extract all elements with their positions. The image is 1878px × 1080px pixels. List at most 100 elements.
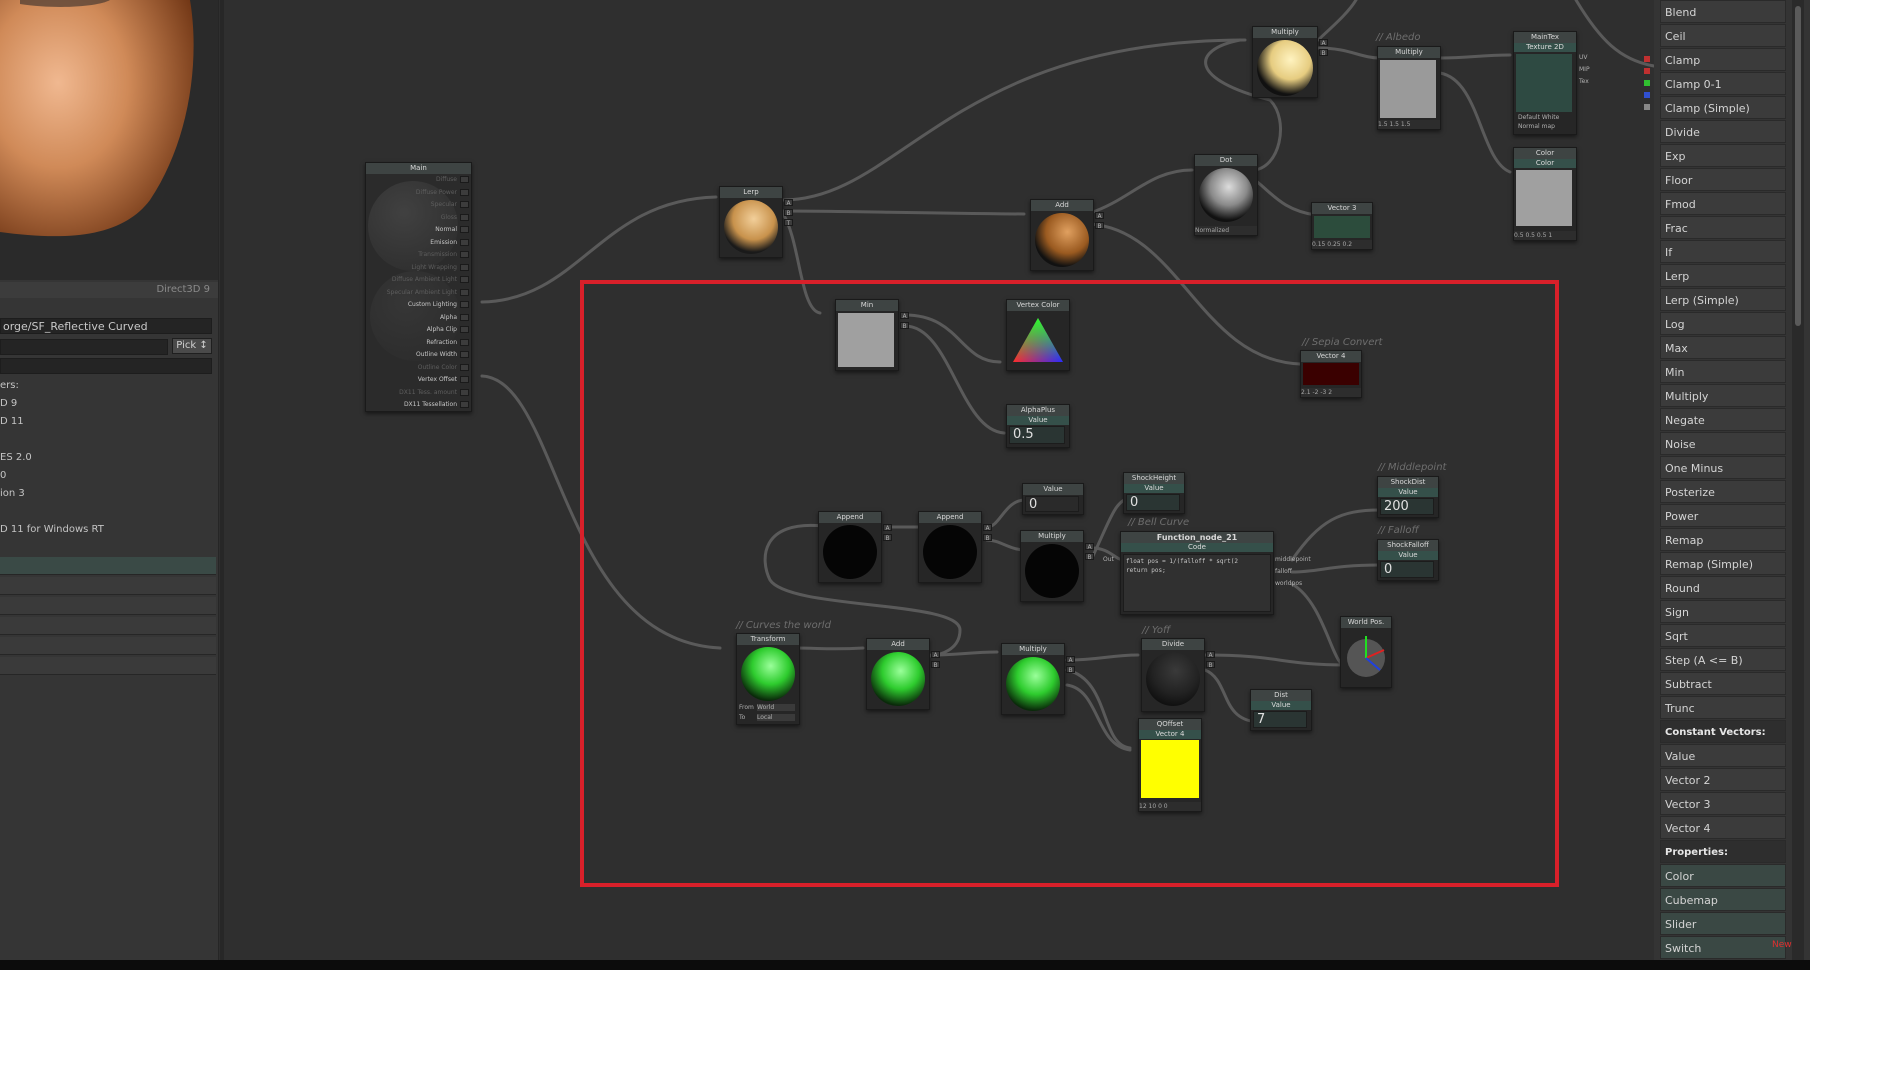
main-node-input-port[interactable] — [460, 326, 469, 333]
main-node-input-port[interactable] — [460, 251, 469, 258]
maintex-port-tex[interactable]: Tex — [1579, 78, 1589, 85]
shader-path-input[interactable] — [0, 339, 168, 355]
palette-item[interactable]: Floor — [1660, 168, 1786, 191]
maintex-port-mip[interactable]: MIP — [1579, 66, 1590, 73]
palette-item[interactable]: Multiply — [1660, 384, 1786, 407]
dist-value[interactable]: 7 — [1253, 711, 1307, 728]
color-values[interactable]: 0.5 0.5 0.5 1 — [1514, 231, 1576, 240]
transform-to-select[interactable]: Local — [757, 714, 795, 721]
palette-item[interactable]: Slider — [1660, 912, 1786, 935]
append-port-a[interactable]: A — [883, 524, 892, 532]
target-item[interactable]: D 11 for Windows RT — [0, 524, 104, 535]
palette-item[interactable]: Round — [1660, 576, 1786, 599]
divide-port-b[interactable]: B — [1206, 661, 1215, 669]
material-preview[interactable] — [0, 0, 218, 280]
value-value[interactable]: 0 — [1025, 496, 1079, 512]
palette-item[interactable]: Switch — [1660, 936, 1786, 959]
divide-node[interactable]: Divide A B — [1141, 638, 1215, 712]
settings-row[interactable] — [0, 577, 216, 595]
vector3-values[interactable]: 0.15 0.25 0.2 — [1312, 240, 1372, 249]
main-node-input-port[interactable] — [460, 201, 469, 208]
main-node-input-port[interactable] — [460, 313, 469, 321]
alphaplus-value[interactable]: 0.5 — [1009, 426, 1065, 444]
maintex-port-uv[interactable]: UV — [1579, 54, 1588, 61]
add-port-b[interactable]: B — [1095, 222, 1104, 230]
vertex-color-node[interactable]: Vertex Color — [1006, 299, 1070, 371]
append-port-b[interactable]: B — [883, 534, 892, 542]
main-node-input-port[interactable] — [460, 338, 469, 346]
append-node[interactable]: Append A B — [918, 511, 992, 583]
main-node-input-port[interactable] — [460, 363, 469, 371]
palette-item[interactable]: Log — [1660, 312, 1786, 335]
multiply-albedo-values[interactable]: 1.5 1.5 1.5 — [1378, 120, 1440, 129]
target-item[interactable]: ion 3 — [0, 488, 25, 499]
palette-item[interactable]: Lerp (Simple) — [1660, 288, 1786, 311]
palette-item[interactable]: Color — [1660, 864, 1786, 887]
palette-item[interactable]: Step (A <= B) — [1660, 648, 1786, 671]
multiply-port-a[interactable]: A — [1319, 39, 1328, 47]
settings-row[interactable] — [0, 637, 216, 655]
alphaplus-node[interactable]: AlphaPlus Value 0.5 — [1006, 404, 1070, 448]
palette-item[interactable]: Clamp — [1660, 48, 1786, 71]
color-node[interactable]: Color Color 0.5 0.5 0.5 1 — [1513, 147, 1577, 241]
settings-row[interactable] — [0, 657, 216, 675]
main-node-input-port[interactable] — [460, 401, 469, 408]
vector4-sepia-values[interactable]: 2.1 -2 -3 2 — [1301, 388, 1361, 397]
function-code-editor[interactable]: float pos = 1/(falloff * sqrt(2 return p… — [1123, 554, 1271, 612]
multiply-port-a[interactable]: A — [1085, 543, 1094, 551]
main-node-input-port[interactable] — [460, 376, 469, 383]
palette-item[interactable]: Frac — [1660, 216, 1786, 239]
palette-item[interactable]: If — [1660, 240, 1786, 263]
function-out-label[interactable]: Out — [1103, 556, 1114, 563]
value-node[interactable]: Value 0 — [1022, 483, 1084, 515]
lerp-port-b[interactable]: B — [784, 209, 793, 217]
palette-item[interactable]: Clamp 0-1 — [1660, 72, 1786, 95]
blank-field[interactable] — [0, 358, 212, 374]
palette-item[interactable]: Negate — [1660, 408, 1786, 431]
palette-item[interactable]: Cubemap — [1660, 888, 1786, 911]
palette-item[interactable]: Clamp (Simple) — [1660, 96, 1786, 119]
maintex-node[interactable]: MainTex Texture 2D Default White Normal … — [1513, 31, 1590, 135]
multiply-port-a[interactable]: A — [1066, 656, 1075, 664]
multiply-node[interactable]: Multiply A B — [1001, 643, 1075, 715]
function-input-middlepoint[interactable]: middlepoint — [1275, 556, 1311, 563]
multiply-node[interactable]: Multiply A B — [1252, 26, 1328, 98]
transform-from-select[interactable]: World — [757, 704, 795, 711]
palette-item[interactable]: Ceil — [1660, 24, 1786, 47]
shockfalloff-node[interactable]: ShockFalloff Value 0 — [1377, 539, 1439, 581]
palette-item[interactable]: Divide — [1660, 120, 1786, 143]
vector3-node[interactable]: Vector 3 0.15 0.25 0.2 — [1311, 202, 1373, 250]
worldpos-node[interactable]: World Pos. — [1340, 616, 1392, 688]
palette-item[interactable]: Vector 4 — [1660, 816, 1786, 839]
main-node-input-port[interactable] — [460, 238, 469, 246]
min-node[interactable]: Min A B — [835, 299, 909, 371]
shockdist-node[interactable]: ShockDist Value 200 — [1377, 476, 1439, 518]
palette-item[interactable]: Max — [1660, 336, 1786, 359]
main-node-input-port[interactable] — [460, 213, 469, 221]
palette-scrollbar-thumb[interactable] — [1795, 6, 1801, 326]
multiply-node[interactable]: Multiply A B — [1020, 530, 1094, 602]
dot-node[interactable]: Dot Normalized — [1194, 154, 1258, 236]
palette-item[interactable]: Min — [1660, 360, 1786, 383]
palette-item[interactable]: Noise — [1660, 432, 1786, 455]
palette-item[interactable]: One Minus — [1660, 456, 1786, 479]
pick-button[interactable]: Pick ↕ — [172, 338, 212, 354]
add-node[interactable]: Add A B — [1030, 199, 1104, 271]
main-node-input-port[interactable] — [460, 351, 469, 358]
qoffset-values[interactable]: 12 10 0 0 — [1139, 802, 1201, 811]
transform-node[interactable]: Transform From World To Local — [736, 633, 800, 725]
lerp-node[interactable]: Lerp A B T — [719, 186, 793, 258]
multiply-port-b[interactable]: B — [1066, 666, 1075, 674]
palette-item[interactable]: Remap (Simple) — [1660, 552, 1786, 575]
palette-item[interactable]: Sign — [1660, 600, 1786, 623]
palette-item[interactable]: Power — [1660, 504, 1786, 527]
palette-item[interactable]: Lerp — [1660, 264, 1786, 287]
palette-item[interactable]: Trunc — [1660, 696, 1786, 719]
palette-item[interactable]: Exp — [1660, 144, 1786, 167]
main-node-input-port[interactable] — [460, 226, 469, 233]
palette-item[interactable]: Subtract — [1660, 672, 1786, 695]
palette-item[interactable]: Sqrt — [1660, 624, 1786, 647]
append-node[interactable]: Append A B — [818, 511, 892, 583]
append-port-b[interactable]: B — [983, 534, 992, 542]
palette-item[interactable]: Vector 3 — [1660, 792, 1786, 815]
